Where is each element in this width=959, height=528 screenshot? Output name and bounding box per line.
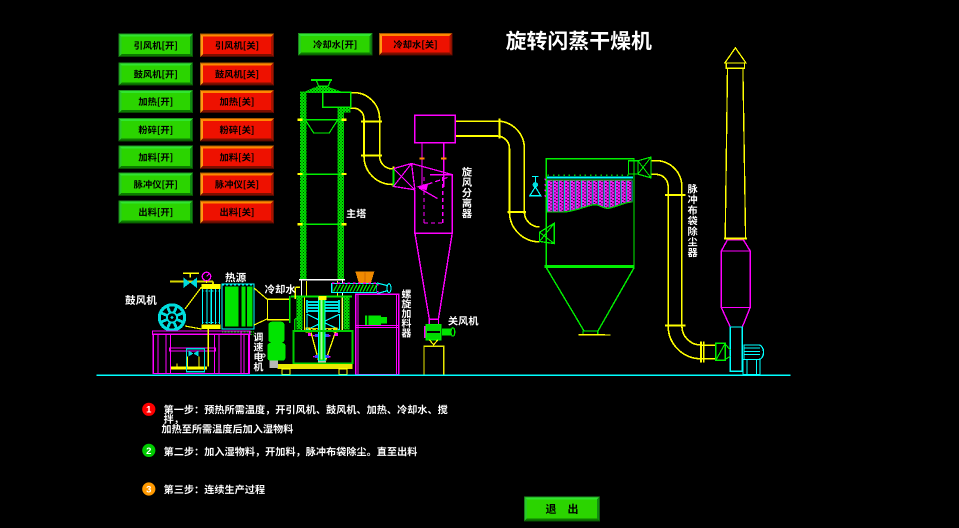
svg-text:3: 3 xyxy=(146,484,151,495)
svg-text:1: 1 xyxy=(146,405,152,416)
svg-text:2: 2 xyxy=(146,446,151,457)
